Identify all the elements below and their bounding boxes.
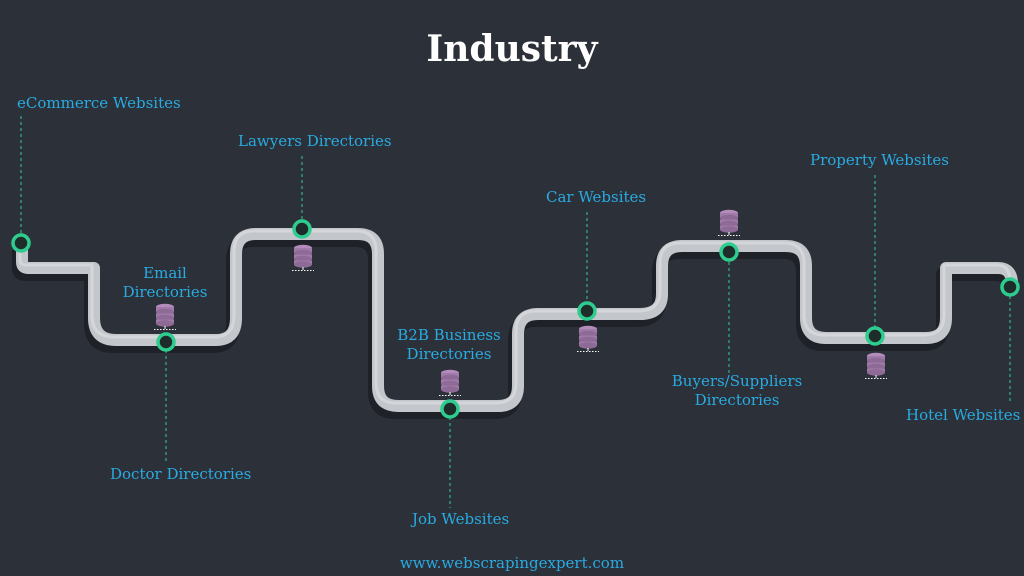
pipe-highlight bbox=[18, 229, 1012, 405]
label-line: Directories bbox=[694, 391, 780, 409]
label-lawyers-directories: Lawyers Directories bbox=[238, 132, 392, 150]
label-line: B2B Business bbox=[397, 326, 501, 344]
label-property-websites: Property Websites bbox=[810, 151, 949, 169]
database-icon bbox=[576, 325, 600, 352]
label-line: Directories bbox=[122, 283, 208, 301]
label-car-websites: Car Websites bbox=[546, 188, 647, 206]
label-hotel-websites: Hotel Websites bbox=[906, 406, 1021, 424]
pipe bbox=[16, 228, 1018, 412]
node-job-b2b bbox=[440, 399, 460, 419]
node-hotel bbox=[1000, 277, 1020, 297]
label-b2b-business-directories: B2B Business Directories bbox=[397, 326, 500, 364]
database-icon bbox=[438, 369, 462, 396]
label-doctor-directories: Doctor Directories bbox=[110, 465, 252, 483]
node-car bbox=[577, 301, 597, 321]
label-ecommerce-websites: eCommerce Websites bbox=[17, 94, 181, 112]
website-link[interactable]: www.webscrapingexpert.com bbox=[399, 554, 625, 572]
page-title: Industry bbox=[426, 28, 598, 70]
label-email-directories: Email Directories bbox=[123, 264, 208, 302]
database-icon bbox=[864, 352, 888, 379]
label-job-websites: Job Websites bbox=[412, 510, 510, 528]
node-email-doctor bbox=[156, 332, 176, 352]
label-line: Email bbox=[143, 264, 187, 282]
label-line: Buyers/Suppliers bbox=[671, 372, 803, 390]
label-buyers-suppliers-directories: Buyers/Suppliers Directories bbox=[672, 372, 802, 410]
database-icon bbox=[153, 303, 177, 330]
database-icon bbox=[717, 209, 741, 236]
node-lawyers bbox=[292, 219, 312, 239]
node-buyers bbox=[719, 242, 739, 262]
node-property bbox=[865, 326, 885, 346]
database-icon bbox=[291, 244, 315, 271]
label-line: Directories bbox=[406, 345, 492, 363]
node-ecommerce bbox=[11, 233, 31, 253]
